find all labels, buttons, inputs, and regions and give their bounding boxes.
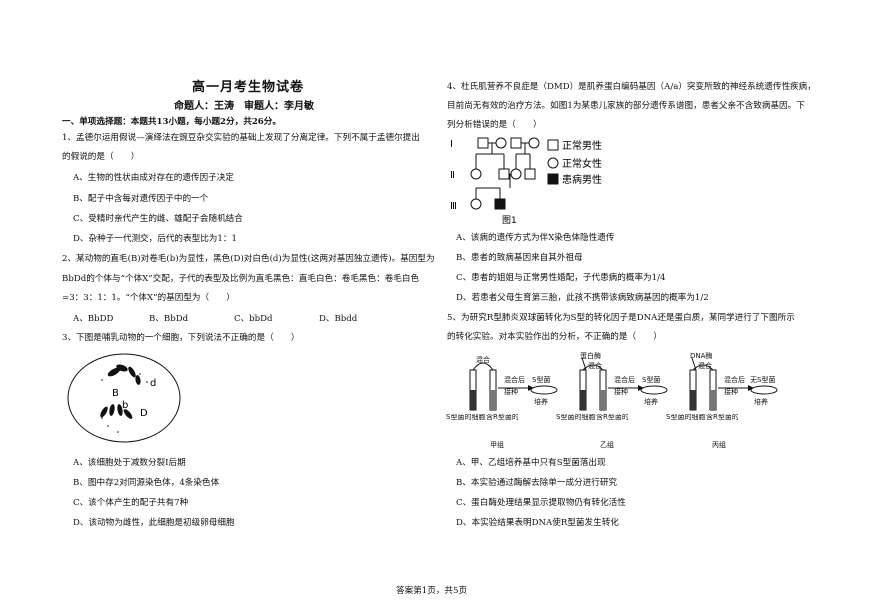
generation-1-label: Ⅰ bbox=[450, 139, 453, 150]
dnase-label: DNA酶 bbox=[690, 351, 712, 360]
generation-2-label: Ⅱ bbox=[450, 170, 455, 181]
extract-label-1: S型菌的细胞提取物 bbox=[446, 414, 486, 421]
q2-option-d: D、Bbdd bbox=[319, 314, 358, 324]
after-mix-label-1: 混合后 bbox=[504, 375, 525, 384]
group-yi: 蛋白酶 混合 混合后 接种 S型菌 培养 S型菌的细胞提取物 含R型菌的培养液 … bbox=[556, 351, 668, 449]
gen2-male-2 bbox=[524, 168, 536, 180]
pedigree-chart: Ⅰ Ⅱ Ⅲ 图1 正常男性 正 bbox=[450, 137, 602, 226]
authors: 命题人：王涛 审题人：李月敏 bbox=[174, 101, 314, 112]
group-bing: DNA酶 混合 混合后 接种 无S型菌 培养 S型菌的细胞提取物 含R型菌的培养… bbox=[666, 351, 778, 449]
gen2-female-1 bbox=[470, 168, 482, 180]
after-mix-label-2: 混合后 bbox=[614, 375, 635, 384]
label-d: d bbox=[150, 378, 156, 389]
q4-stem-line2: 目前尚无有效的治疗方法。如图1为某患儿家族的部分遗传系谱图，患者父亲不含致病基因… bbox=[447, 101, 805, 111]
q4-stem-line3: 列分析错误的是（ ） bbox=[447, 120, 542, 130]
cell-membrane bbox=[67, 353, 181, 443]
extract-label-2: S型菌的细胞提取物 bbox=[556, 414, 596, 421]
q3-stem: 3、下图是哺乳动物的一个细胞，下列说法不正确的是（ ） bbox=[62, 333, 300, 343]
q4-option-d: D、若患者父母生育第三胎，此孩不携带该病致病基因的概率为1/2 bbox=[456, 293, 709, 303]
protease-label: 蛋白酶 bbox=[580, 351, 601, 360]
label-B: B bbox=[112, 388, 119, 399]
legend-female-label: 正常女性 bbox=[562, 157, 602, 170]
cell-diagram: d B b D bbox=[67, 353, 181, 443]
q5-option-c: C、蛋白酶处理结果显示提取物仍有转化活性 bbox=[456, 498, 626, 508]
page-footer: 答案第1页，共5页 bbox=[396, 586, 468, 596]
q4-stem-line1: 4、杜氏肌营养不良症是（DMD）是肌养蛋白编码基因（A/a）突变所致的神经系统遗… bbox=[447, 82, 816, 92]
q4-option-a: A、该病的遗传方式为伴X染色体隐性遗传 bbox=[456, 233, 615, 243]
q2-stem-line3: =3：3：1：1。“个体X”的基因型为（ ） bbox=[62, 293, 235, 303]
page-title: 高一月考生物试卷 bbox=[192, 80, 305, 95]
section-heading: 一、单项选择题：本题共13小题，每小题2分，共26分。 bbox=[62, 117, 281, 127]
gen2-male-father bbox=[498, 168, 510, 180]
q1-option-d: D、杂种子一代测交，后代的表型比为1：1 bbox=[73, 234, 237, 244]
gen2-female-mother bbox=[510, 168, 522, 180]
result-1: S型菌 bbox=[532, 375, 550, 384]
gen3-affected-male bbox=[494, 198, 506, 210]
q5-stem-line1: 5、为研究R型肺炎双球菌转化为S型的转化因子是DNA还是蛋白质，某同学进行了下图… bbox=[447, 313, 795, 323]
q2-option-c: C、bbDd bbox=[234, 314, 273, 324]
q2-option-b: B、BbDd bbox=[149, 314, 189, 324]
chromosomes-lower bbox=[100, 404, 133, 419]
q2-stem-line1: 2、某动物的直毛(B)对卷毛(b)为显性，黑色(D)对白色(d)为显性(这两对基… bbox=[62, 254, 435, 264]
inoculate-label-2: 接种 bbox=[614, 387, 628, 396]
q3-option-d: D、该动物为雌性，此细胞是初级卵母细胞 bbox=[73, 518, 235, 528]
q1-stem-line1: 1、孟德尔运用假说—演绎法在豌豆杂交实验的基础上发现了分离定律。下列不属于孟德尔… bbox=[62, 133, 420, 143]
group-label-yi: 乙组 bbox=[600, 440, 614, 449]
q1-stem-line2: 的假说的是（ ） bbox=[62, 152, 140, 162]
q3-option-c: C、该个体产生的配子共有7种 bbox=[73, 498, 189, 508]
group-label-bing: 丙组 bbox=[712, 440, 726, 449]
q5-option-b: B、本实验通过酶解去除单一成分进行研究 bbox=[456, 478, 618, 488]
figure-1-caption: 图1 bbox=[502, 215, 517, 226]
legend-male-symbol bbox=[547, 139, 559, 151]
result-2: S型菌 bbox=[642, 375, 660, 384]
r-medium-label-1: 含R型菌的培养液 bbox=[486, 414, 518, 421]
q1-option-b: B、配子中含每对遗传因子中的一个 bbox=[73, 194, 209, 204]
r-medium-label-3: 含R型菌的培养液 bbox=[706, 414, 738, 421]
inoculate-label-1: 接种 bbox=[504, 387, 518, 396]
q3-option-b: B、图中存2对同源染色体，4条染色体 bbox=[73, 478, 220, 488]
q4-option-c: C、患者的姐姐与正常男性婚配，子代患病的概率为1/4 bbox=[456, 273, 666, 283]
gen1-male-1 bbox=[477, 137, 489, 149]
gen1-female-1 bbox=[495, 137, 507, 149]
group-jia: 混合 混合后 接种 S型菌 培养 S型菌的细胞提取物 含R型菌的培养液 甲组 bbox=[446, 355, 558, 449]
generation-3-label: Ⅲ bbox=[450, 201, 457, 212]
result-3: 无S型菌 bbox=[750, 375, 775, 384]
extract-label-3: S型菌的细胞提取物 bbox=[666, 414, 706, 421]
q5-stem-line2: 的转化实验。对本实验作出的分析，不正确的是（ ） bbox=[447, 332, 662, 342]
transformation-experiment-diagram: 混合 混合后 接种 S型菌 培养 S型菌的细胞提取物 含R型菌的培养液 甲组 蛋… bbox=[446, 351, 778, 449]
label-D: D bbox=[140, 408, 148, 419]
q4-option-b: B、患者的致病基因来自其外祖母 bbox=[456, 253, 583, 263]
mix-label-3: 混合 bbox=[698, 361, 712, 370]
mix-label-1: 混合 bbox=[476, 355, 490, 364]
culture-label-1: 培养 bbox=[534, 397, 548, 406]
legend-female-symbol bbox=[547, 157, 559, 169]
gen1-male-2 bbox=[510, 137, 522, 149]
culture-label-2: 培养 bbox=[644, 397, 658, 406]
q2-option-a: A、BbDD bbox=[73, 314, 114, 324]
label-b: b bbox=[122, 400, 128, 411]
mix-label-2: 混合 bbox=[588, 361, 602, 370]
q3-option-a: A、该细胞处于减数分裂Ⅰ后期 bbox=[73, 458, 186, 468]
culture-label-3: 培养 bbox=[754, 397, 768, 406]
q1-option-a: A、生物的性状由成对存在的遗传因子决定 bbox=[73, 173, 234, 183]
chromosomes-upper bbox=[107, 364, 141, 385]
q2-stem-line2: BbDd的个体与“个体X”交配，子代的表型及比例为直毛黑色：直毛白色：卷毛黑色：… bbox=[62, 274, 420, 284]
legend-affected-label: 患病男性 bbox=[562, 173, 602, 186]
q1-option-c: C、受精时亲代产生的雌、雄配子会随机结合 bbox=[73, 214, 243, 224]
gen3-sister bbox=[470, 198, 482, 210]
group-label-jia: 甲组 bbox=[490, 440, 504, 449]
after-mix-label-3: 混合后 bbox=[724, 375, 745, 384]
legend-affected-symbol bbox=[547, 173, 559, 185]
q5-option-a: A、甲、乙组培养基中只有S型菌落出现 bbox=[456, 458, 606, 468]
gen1-female-2 bbox=[528, 137, 540, 149]
r-medium-label-2: 含R型菌的培养液 bbox=[596, 414, 628, 421]
inoculate-label-3: 接种 bbox=[724, 387, 738, 396]
q5-option-d: D、本实验结果表明DNA使R型菌发生转化 bbox=[456, 518, 619, 528]
legend-male-label: 正常男性 bbox=[562, 139, 602, 152]
